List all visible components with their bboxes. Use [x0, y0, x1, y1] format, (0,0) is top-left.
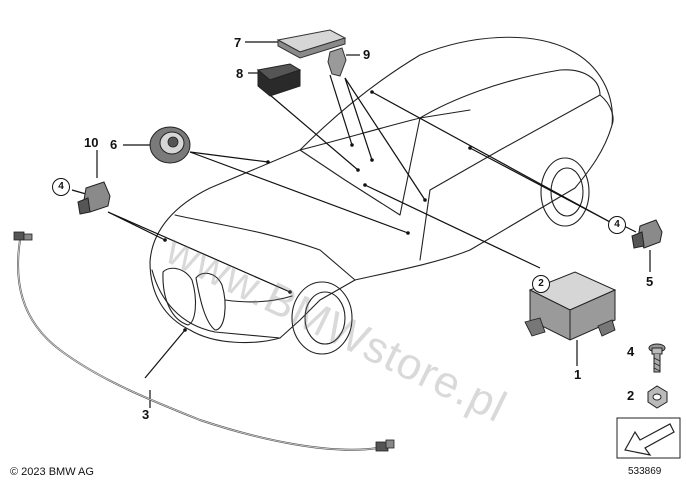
leader-1: [364, 184, 541, 269]
roof-line: [299, 109, 471, 151]
door-line: [419, 189, 431, 261]
leader-10-b: [107, 211, 166, 241]
kidney-grille-right: [195, 272, 226, 331]
front-wheel: [291, 281, 353, 355]
part-3-cable: [13, 231, 395, 452]
hood-line: [174, 214, 356, 281]
callout-9: 9: [363, 47, 371, 62]
leader-5-b: [469, 147, 611, 223]
part-6-clock-spring: [149, 126, 191, 164]
legend-label-4: 4: [627, 344, 635, 359]
part-7-panel: [276, 29, 347, 59]
rear-wheel: [540, 157, 590, 227]
part-1-control-module: [524, 271, 617, 341]
circled-callout-2-module: 2: [532, 275, 550, 293]
document-number: 533869: [628, 466, 662, 477]
callout-10: 10: [84, 135, 99, 150]
legend-arrow-box: [616, 417, 681, 459]
part-5-sensor: [631, 219, 663, 249]
headlight: [224, 295, 293, 303]
leader-3: [144, 329, 186, 379]
circled-callout-4-right: 4: [608, 216, 626, 234]
circled-callout-4-left: 4: [52, 178, 70, 196]
callout-3: 3: [142, 407, 150, 422]
legend-screw: [648, 343, 666, 373]
front-bumper: [151, 269, 281, 339]
leader-6-b: [189, 151, 409, 234]
side-window: [419, 69, 601, 191]
leader-6-a: [189, 151, 269, 163]
leader-8: [269, 94, 359, 171]
rear-wheel-rim: [550, 167, 584, 217]
leader-10-a: [107, 211, 291, 293]
rear-tail: [599, 94, 614, 126]
leader-5-a: [371, 91, 611, 223]
front-wheel-rim: [304, 291, 346, 345]
leader-9-b: [344, 77, 373, 161]
callout-1: 1: [574, 367, 582, 382]
part-8-module: [256, 63, 302, 97]
part-10-sensor: [77, 181, 111, 215]
callout-8: 8: [236, 66, 244, 81]
windshield: [299, 117, 421, 216]
callout-7: 7: [234, 35, 242, 50]
leader-9-a: [344, 77, 426, 201]
kidney-grille-left: [162, 267, 197, 326]
part-9-bracket: [327, 47, 347, 77]
callout-6: 6: [110, 137, 118, 152]
leader-circled-4-left: [71, 189, 87, 195]
leader-7: [329, 74, 353, 146]
legend-label-2: 2: [627, 388, 635, 403]
callout-5: 5: [646, 274, 654, 289]
legend-nut: [647, 385, 668, 409]
leader-circled-4-right: [623, 225, 637, 233]
copyright: © 2023 BMW AG: [10, 466, 94, 478]
